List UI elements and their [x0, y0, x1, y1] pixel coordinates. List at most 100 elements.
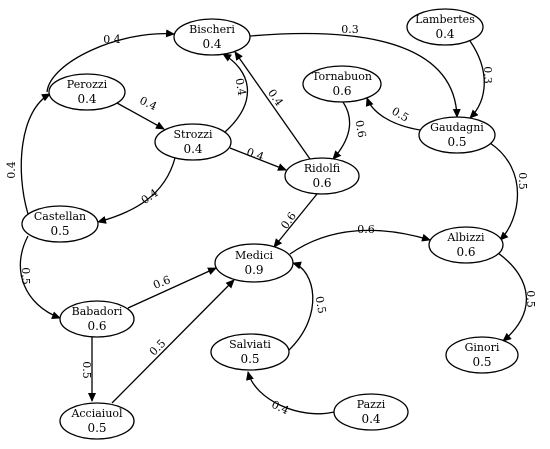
edge-arrow — [127, 267, 217, 309]
edge-weight-label: 0.6 — [353, 119, 369, 138]
edge-arrow — [222, 53, 249, 133]
node-name-label: Strozzi — [174, 128, 213, 141]
node-ellipse — [48, 73, 126, 111]
edge-acciaiuol-to-medici: 0.5 — [111, 279, 235, 404]
edge-albizzi-to-ginori: 0.5 — [497, 252, 537, 342]
edge-weight-label: 0.4 — [265, 87, 286, 109]
node-ellipse — [284, 157, 360, 195]
node-ellipse — [418, 116, 496, 154]
edge-weight-label: 0.4 — [103, 33, 121, 46]
edge-bischeri-to-gaudagni: 0.3 — [249, 23, 461, 118]
edge-weight-label: 0.4 — [5, 161, 18, 179]
node-ellipse — [21, 205, 99, 243]
edge-arrow — [19, 235, 61, 319]
edge-weight-label: 0.4 — [270, 398, 291, 417]
node-name-label: Acciaiuol — [70, 407, 123, 420]
edge-arrow — [365, 97, 421, 131]
edge-pazzi-to-salviati: 0.4 — [246, 371, 335, 417]
node-ellipse — [59, 402, 135, 440]
edge-weight-label: 0.5 — [19, 267, 32, 285]
node-name-label: Castellan — [34, 210, 86, 223]
node-value-label: 0.6 — [332, 84, 351, 98]
edge-weight-label: 0.6 — [357, 223, 375, 236]
edge-weight-label: 0.6 — [278, 210, 299, 232]
edge-arrow — [469, 40, 485, 119]
node-name-label: Ridolfi — [304, 162, 341, 175]
node-value-label: 0.5 — [472, 355, 491, 369]
edge-weight-label: 0.4 — [138, 94, 159, 113]
node-value-label: 0.5 — [50, 224, 69, 238]
edge-arrow — [332, 101, 351, 160]
edge-weight-label: 0.5 — [147, 337, 169, 359]
edge-arrow — [229, 147, 287, 171]
edge-arrow — [273, 193, 318, 248]
edge-weight-label: 0.4 — [245, 145, 266, 163]
edge-weight-label: 0.3 — [341, 23, 359, 36]
node-ellipse — [210, 333, 290, 371]
edge-arrow — [20, 93, 51, 215]
node-name-label: Gaudagni — [430, 121, 484, 134]
edge-perozzi-to-strozzi: 0.4 — [116, 94, 165, 130]
edge-strozzi-to-ridolfi: 0.4 — [229, 145, 287, 171]
edge-arrow — [288, 261, 314, 351]
edge-salviati-to-medici: 0.5 — [288, 261, 329, 351]
edge-weight-label: 0.5 — [524, 290, 537, 308]
node-name-label: Pazzi — [357, 398, 386, 411]
edge-lambertes-to-gaudagni: 0.3 — [469, 40, 494, 119]
node-name-label: Tornabuon — [312, 70, 372, 83]
edge-arrow — [246, 371, 335, 415]
node-value-label: 0.4 — [202, 37, 221, 51]
node-value-label: 0.6 — [312, 176, 331, 190]
edge-tornabuon-to-ridolfi: 0.6 — [332, 101, 369, 160]
edge-weight-label: 0.5 — [313, 295, 329, 314]
node-ellipse — [302, 65, 382, 103]
node-name-label: Medici — [235, 249, 273, 262]
edge-medici-to-albizzi: 0.6 — [289, 223, 431, 255]
edge-weight-label: 0.4 — [233, 77, 249, 96]
edge-babadori-to-acciaiuol: 0.5 — [80, 337, 96, 402]
edge-weight-label: 0.5 — [80, 361, 93, 379]
edge-arrow — [497, 252, 528, 342]
node-value-label: 0.4 — [77, 92, 96, 106]
edge-weight-label: 0.5 — [516, 172, 529, 190]
node-ellipse — [428, 226, 504, 264]
node-name-label: Lambertes — [415, 13, 475, 26]
node-value-label: 0.4 — [435, 27, 454, 41]
node-value-label: 0.5 — [447, 135, 466, 149]
node-name-label: Ginori — [465, 341, 500, 354]
edge-ridolfi-to-bischeri: 0.4 — [234, 51, 311, 160]
edge-arrow — [116, 102, 165, 130]
node-value-label: 0.9 — [244, 263, 263, 277]
node-ellipse — [406, 8, 484, 46]
edge-arrow — [289, 229, 431, 255]
edge-arrow — [97, 157, 176, 224]
node-ellipse — [445, 336, 519, 374]
edge-castellan-to-perozzi: 0.4 — [5, 93, 51, 215]
node-ellipse — [214, 243, 294, 283]
edge-arrow — [234, 51, 311, 160]
node-value-label: 0.4 — [183, 142, 202, 156]
node-value-label: 0.5 — [240, 352, 259, 366]
node-value-label: 0.5 — [87, 421, 106, 435]
edge-perozzi-to-bischeri: 0.4 — [46, 29, 175, 93]
node-name-label: Salviati — [229, 338, 271, 351]
edge-babadori-to-medici: 0.6 — [127, 267, 217, 309]
node-name-label: Bischeri — [189, 23, 235, 36]
edge-strozzi-to-bischeri: 0.4 — [222, 53, 249, 133]
node-value-label: 0.4 — [361, 412, 380, 426]
edge-gaudagni-to-albizzi: 0.5 — [489, 142, 529, 241]
node-ellipse — [333, 393, 409, 431]
